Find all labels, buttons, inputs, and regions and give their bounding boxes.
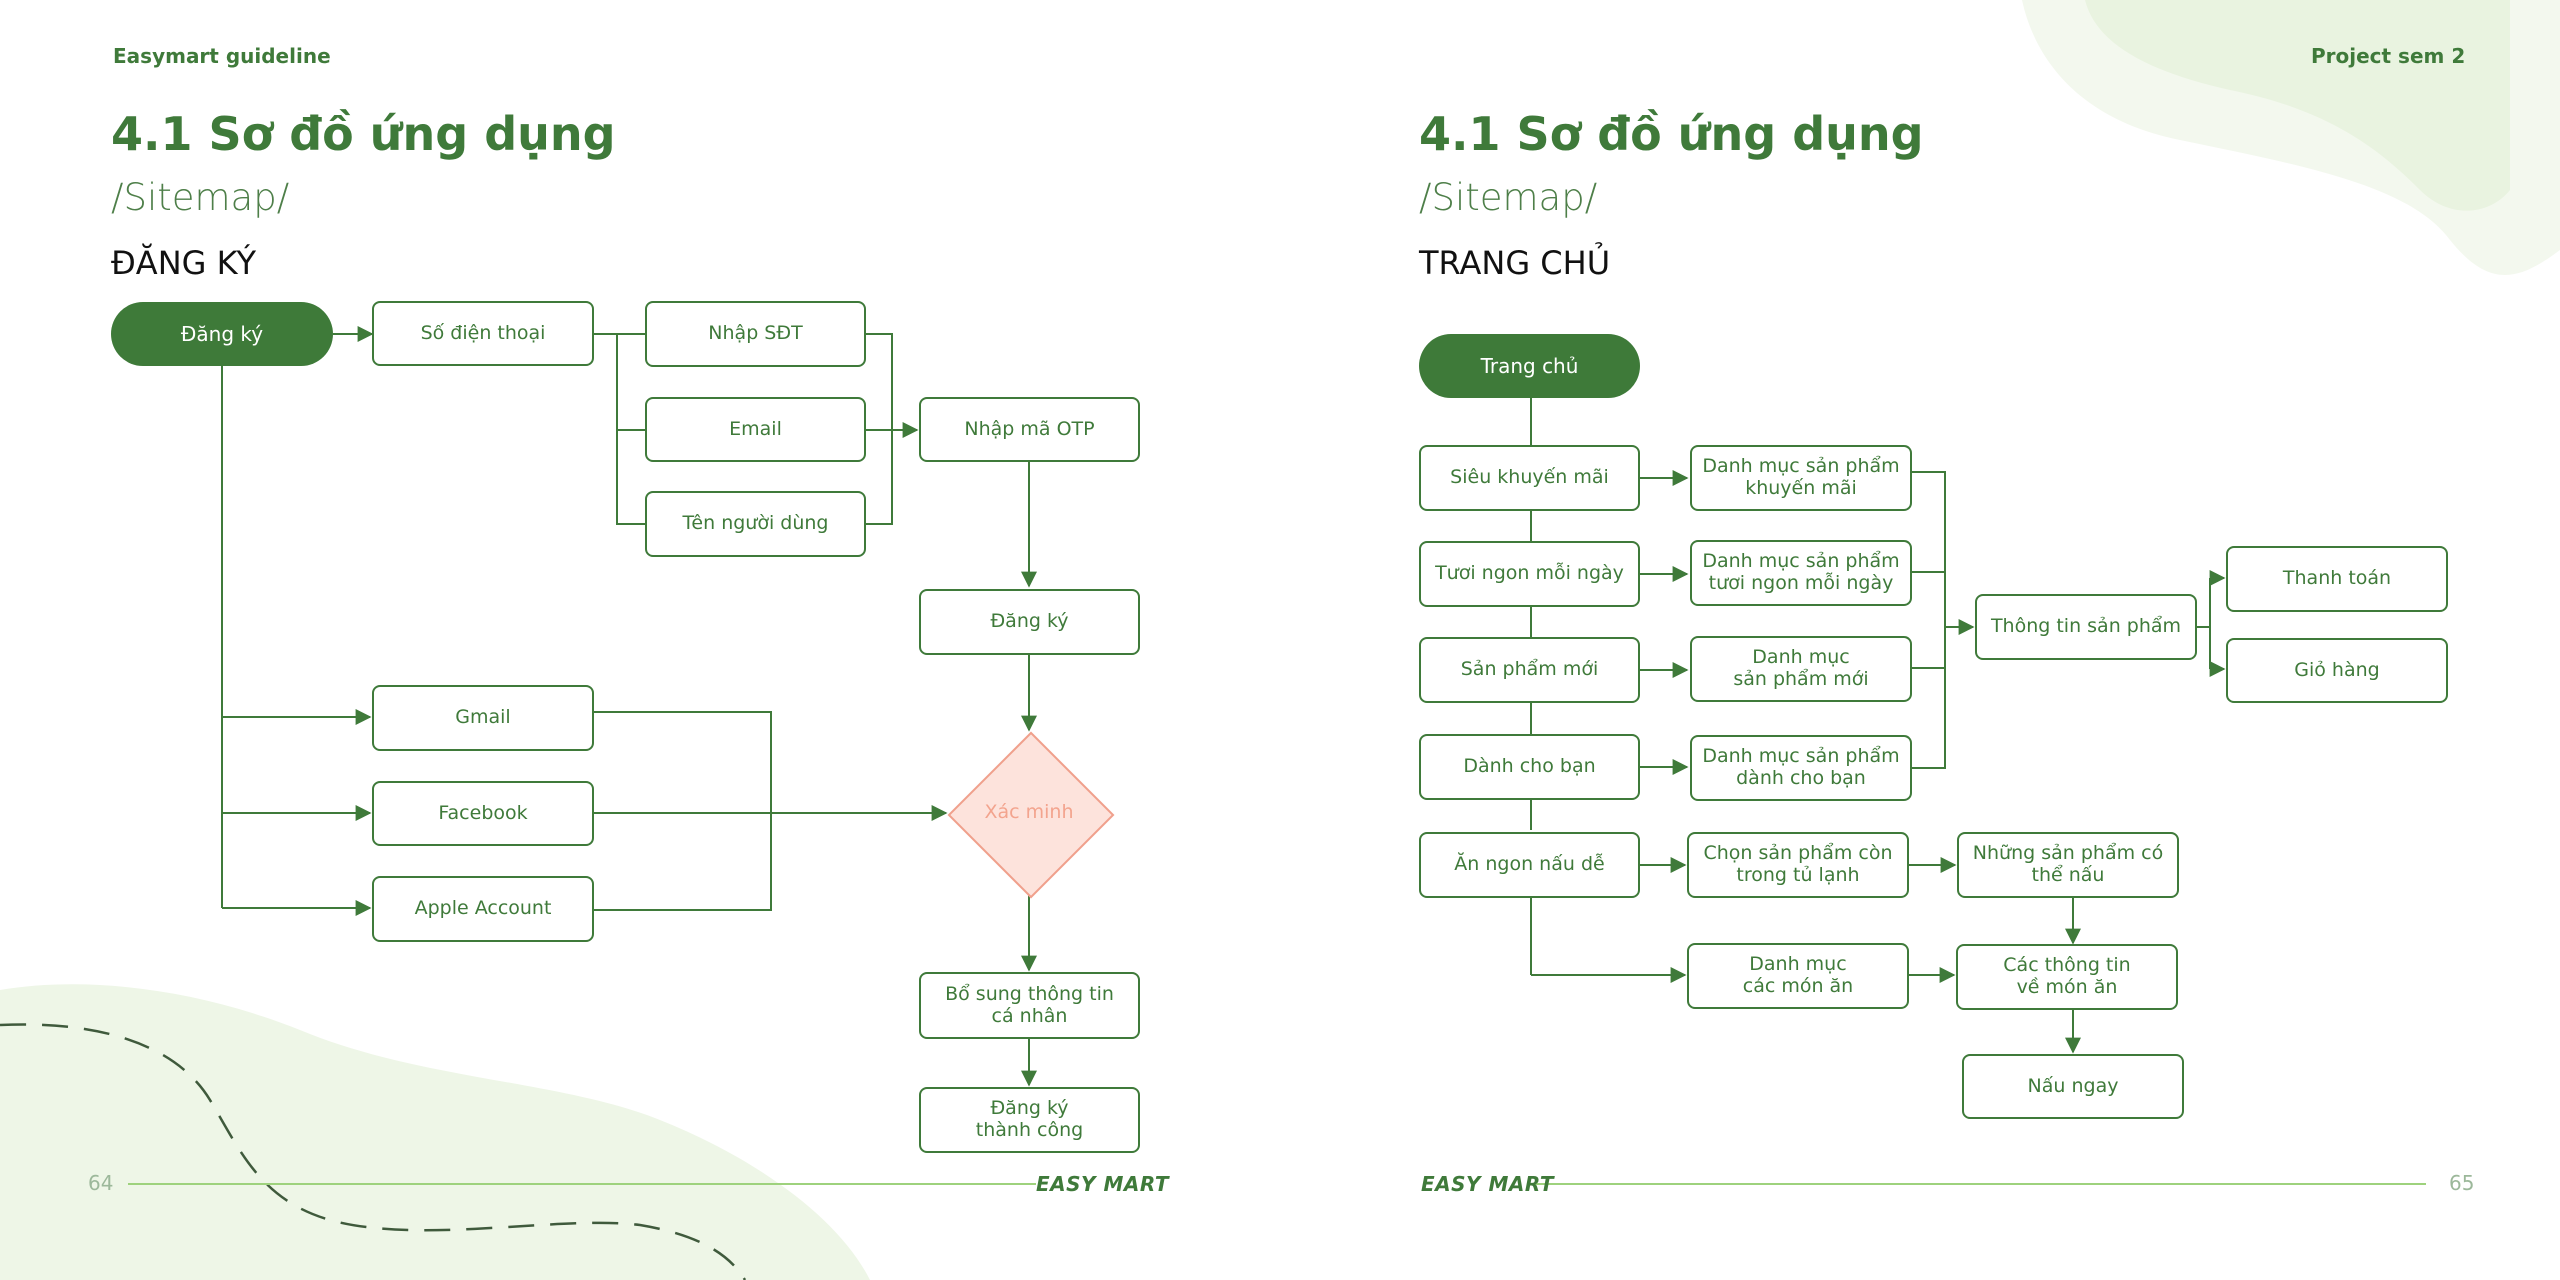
- node-chon-san-pham: Chọn sản phẩm còn trong tủ lạnh: [1687, 832, 1909, 898]
- top-right-blob-inner: [2085, 0, 2510, 211]
- node-sieu-khuyen-mai: Siêu khuyến mãi: [1419, 445, 1640, 511]
- node-facebook: Facebook: [372, 781, 594, 846]
- node-dm-mon-an: Danh mục các món ăn: [1687, 943, 1909, 1009]
- node-thanh-toan: Thanh toán: [2226, 546, 2448, 612]
- left-easymart-logo: EASY MART: [1036, 1172, 1170, 1196]
- left-page-title: 4.1 Sơ đồ ứng dụng: [111, 107, 616, 161]
- node-so-dien-thoai: Số điện thoại: [372, 301, 594, 366]
- edge-phone-fields: [594, 333, 645, 525]
- node-dm-tuoi-ngon: Danh mục sản phẩm tươi ngon mỗi ngày: [1690, 540, 1912, 606]
- right-page-title: 4.1 Sơ đồ ứng dụng: [1419, 107, 1924, 161]
- node-dm-khuyen-mai: Danh mục sản phẩm khuyến mãi: [1690, 445, 1912, 511]
- left-page-number: 64: [88, 1171, 114, 1195]
- node-dang-ky-start: Đăng ký: [111, 302, 333, 366]
- right-header: Project sem 2: [2311, 44, 2466, 68]
- node-nau-ngay: Nấu ngay: [1962, 1054, 2184, 1119]
- right-section-title: TRANG CHỦ: [1419, 244, 1611, 282]
- left-section-title: ĐĂNG KÝ: [111, 244, 256, 282]
- right-page-number: 65: [2449, 1171, 2475, 1195]
- node-nhap-sdt: Nhập SĐT: [645, 301, 866, 367]
- node-email: Email: [645, 397, 866, 462]
- node-thong-tin-san-pham: Thông tin sản phẩm: [1975, 594, 2197, 660]
- node-gio-hang: Giỏ hàng: [2226, 638, 2448, 703]
- right-easymart-logo: EASY MART: [1421, 1172, 1555, 1196]
- node-trang-chu: Trang chủ: [1419, 334, 1640, 398]
- left-page-subtitle: /Sitemap/: [111, 176, 290, 219]
- right-page-subtitle: /Sitemap/: [1419, 176, 1598, 219]
- node-apple-account: Apple Account: [372, 876, 594, 942]
- node-bo-sung-thong-tin: Bổ sung thông tin cá nhân: [919, 972, 1140, 1039]
- node-dang-ky-thanh-cong: Đăng ký thành công: [919, 1087, 1140, 1153]
- node-ten-nguoi-dung: Tên người dùng: [645, 491, 866, 557]
- node-thong-tin-mon-an: Các thông tin về món ăn: [1956, 944, 2178, 1010]
- edge-cats-merge: [1912, 471, 1946, 769]
- node-tuoi-ngon-moi-ngay: Tươi ngon mỗi ngày: [1419, 541, 1640, 607]
- node-gmail: Gmail: [372, 685, 594, 751]
- edge-social-merge: [594, 711, 772, 911]
- node-san-pham-moi: Sản phẩm mới: [1419, 637, 1640, 703]
- node-nhap-ma-otp: Nhập mã OTP: [919, 397, 1140, 462]
- node-danh-cho-ban: Dành cho bạn: [1419, 734, 1640, 800]
- node-xac-minh-label: Xác minh: [984, 801, 1074, 823]
- node-dm-san-pham-moi: Danh mục sản phẩm mới: [1690, 636, 1912, 702]
- left-header: Easymart guideline: [113, 44, 331, 68]
- node-nhung-san-pham: Những sản phẩm có thể nấu: [1957, 832, 2179, 898]
- bottom-left-blob: [0, 984, 870, 1280]
- node-an-ngon-nau-de: Ăn ngon nấu dễ: [1419, 832, 1640, 898]
- edge-productinfo-split: [2197, 578, 2211, 669]
- node-dm-danh-cho-ban: Danh mục sản phẩm dành cho bạn: [1690, 735, 1912, 801]
- node-dang-ky: Đăng ký: [919, 589, 1140, 655]
